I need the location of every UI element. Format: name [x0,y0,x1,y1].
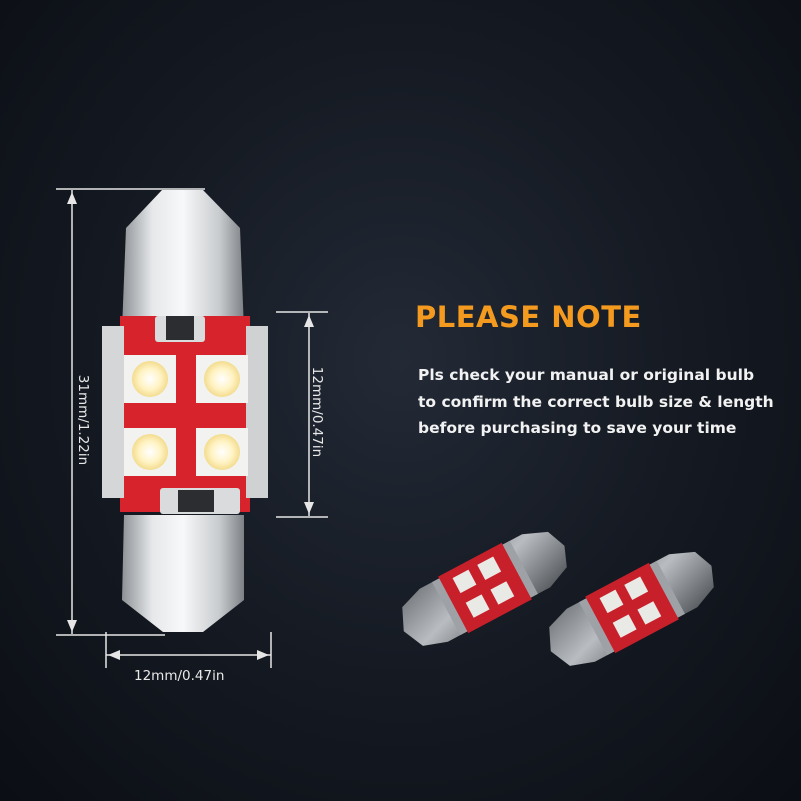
left-solder-tab [102,326,124,498]
large-bulb [102,190,268,632]
small-bulb-left [402,531,567,646]
length-label: 31mm/1.22in [75,374,92,466]
please-note-heading: PLEASE NOTE [415,300,642,334]
board-height-label: 12mm/0.47in [309,366,326,458]
note-line: before purchasing to save your time [418,419,737,437]
resistor-top-body [166,316,194,340]
note-line: to confirm the correct bulb size & lengt… [418,392,774,411]
note-line: Pls check your manual or original bulb [418,366,755,384]
bottom-cap [122,515,244,632]
right-solder-tab [246,326,268,498]
dimension-lines [56,188,328,668]
small-bulb-right [549,551,714,666]
top-cap [122,190,244,330]
diameter-label: 12mm/0.47in [134,668,225,684]
pcb-board [120,316,250,512]
note-text: Pls check your manual or original bulb t… [418,362,788,442]
